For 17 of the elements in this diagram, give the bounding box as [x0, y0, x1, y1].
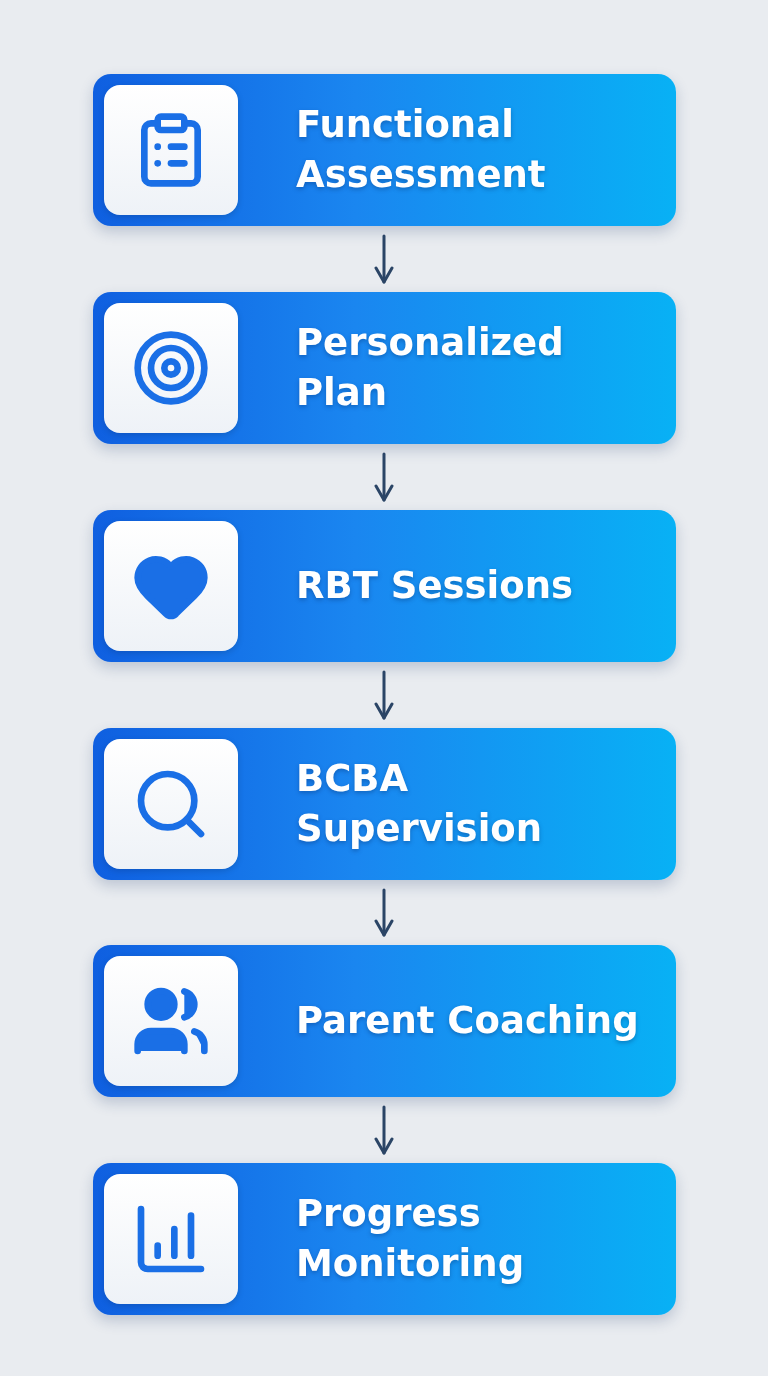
arrow — [374, 234, 394, 284]
step-box — [93, 292, 676, 444]
step-box — [93, 945, 676, 1097]
arrow — [374, 670, 394, 720]
step-box — [93, 510, 676, 662]
step-box — [93, 1163, 676, 1315]
arrow — [374, 1105, 394, 1155]
step-label: Parent Coaching — [296, 998, 640, 1044]
step-label: Personalized Plan — [296, 320, 565, 416]
step-label: RBT Sessions — [296, 563, 575, 609]
arrow — [374, 452, 394, 502]
step-box — [93, 74, 676, 226]
step-label: Progress Monitoring — [296, 1191, 526, 1287]
step-box — [93, 728, 676, 880]
arrow — [374, 888, 394, 937]
step-label: Functional Assessment — [296, 102, 547, 198]
step-label: BCBA Supervision — [296, 756, 544, 852]
